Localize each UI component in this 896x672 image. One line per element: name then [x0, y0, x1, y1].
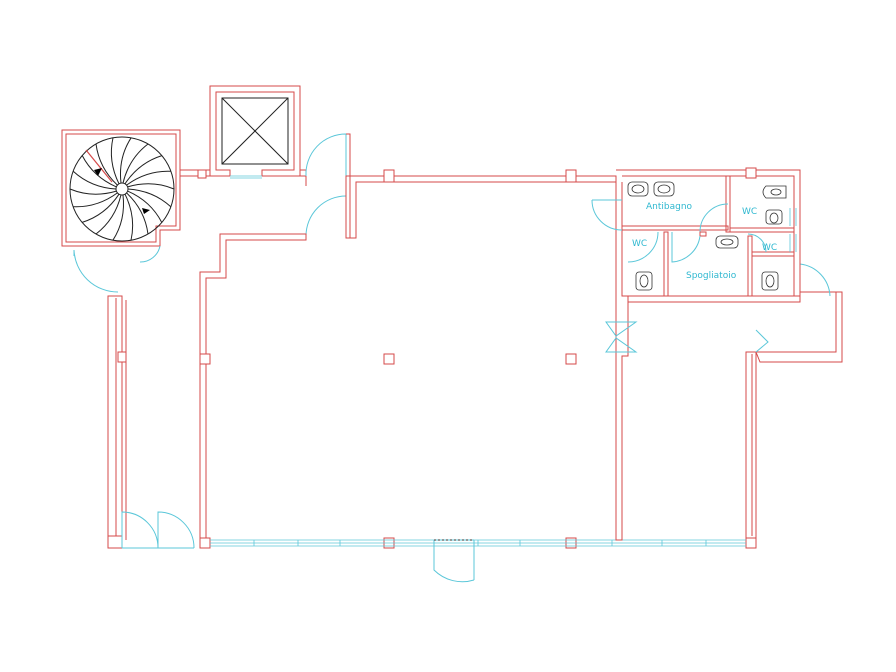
column: [199, 353, 211, 365]
left-corridor: [107, 295, 195, 549]
wc-small-door: [747, 233, 767, 253]
elevator-shaft: [209, 85, 301, 179]
stair-tread: [81, 193, 120, 223]
stair-tread: [72, 170, 117, 190]
stair-arrow-down: [142, 208, 150, 214]
stair-tread: [81, 155, 117, 188]
spogliatoio-door: [671, 232, 701, 263]
stair-tread: [122, 143, 149, 184]
room-label-wc: WC: [632, 239, 647, 249]
stair-tread: [127, 188, 172, 208]
right-annex: [755, 263, 843, 363]
stair-tread: [69, 188, 117, 195]
wc-top-door: [699, 203, 729, 233]
stair-tread: [124, 155, 163, 185]
wc-left-door: [627, 231, 659, 263]
stair-arrow-up: [94, 168, 102, 176]
sink-icon: [627, 181, 649, 197]
sink-icon: [653, 181, 675, 197]
stair-tread: [95, 194, 122, 235]
left-entrance-door: [121, 511, 195, 549]
stair-tread: [126, 192, 149, 235]
room-label-antibagno: Antibagno: [646, 202, 693, 212]
stair-tread: [126, 170, 171, 186]
toilet-icon: [635, 271, 653, 291]
toilet-icon: [761, 271, 779, 291]
front-glazing: [210, 539, 746, 547]
room-label-wc: WC: [762, 243, 777, 253]
stair-tread: [127, 190, 163, 223]
toilet-icon: [765, 209, 783, 225]
spiral-staircase: [61, 129, 181, 293]
annex-door: [799, 263, 831, 297]
stair-well-wall: [61, 129, 181, 247]
stair-tread: [110, 137, 120, 185]
column: [383, 353, 395, 365]
stair-tread: [127, 183, 175, 190]
stair-door: [73, 249, 119, 293]
stair-outer-ring: [69, 136, 175, 242]
stair-tread: [95, 143, 118, 186]
stair-tread: [124, 193, 134, 241]
stair-tread: [120, 137, 132, 184]
main-hall: [199, 169, 757, 583]
stair-tread: [73, 192, 118, 208]
sink-icon: [762, 185, 787, 199]
corridor-door-top: [305, 133, 347, 177]
sink-icon: [715, 235, 739, 249]
antibagno-door: [591, 199, 623, 231]
double-swing-door: [605, 321, 638, 353]
stair-start-line: [85, 149, 113, 183]
stair-newel: [115, 182, 129, 196]
column: [565, 353, 577, 365]
service-block: Antibagno WC WC WC Spogliatoio: [591, 167, 801, 297]
stair-tread: [112, 194, 124, 241]
stair-treads: [69, 137, 175, 241]
partition-wall: [605, 176, 801, 541]
corridor-door-mid: [305, 195, 347, 237]
room-label-wc: WC: [742, 207, 757, 217]
room-label-spogliatoio: Spogliatoio: [686, 271, 737, 281]
elevator-car: [221, 97, 289, 165]
